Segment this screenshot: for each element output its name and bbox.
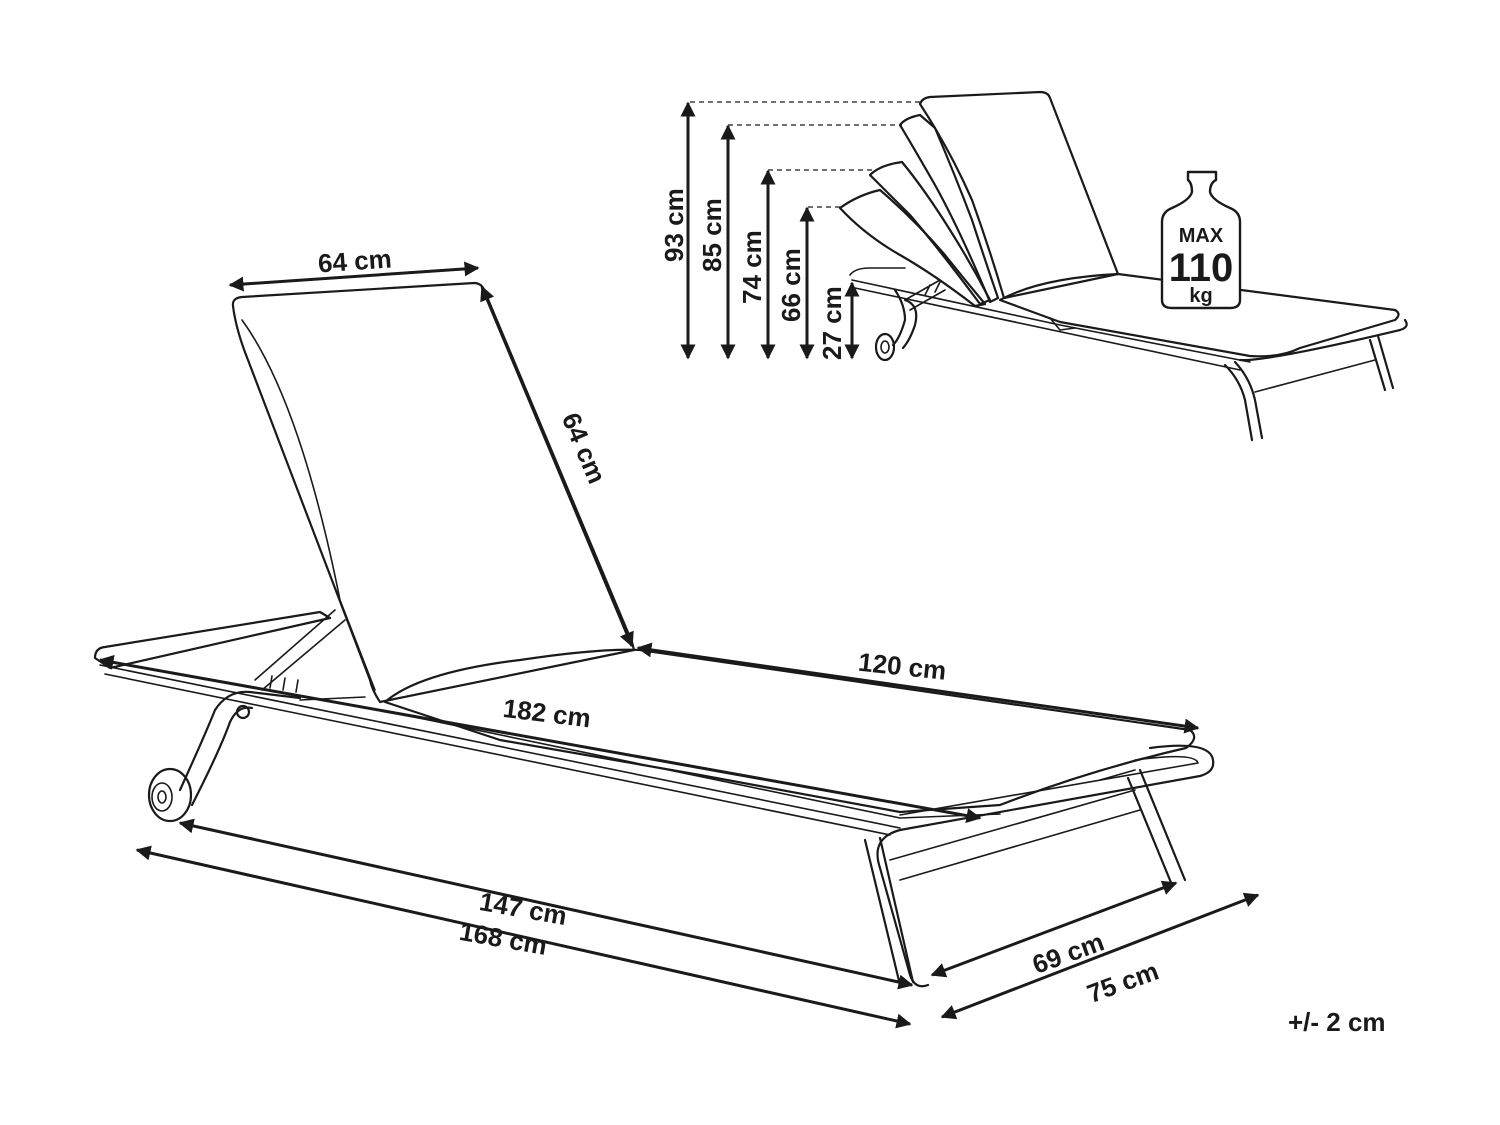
weight-unit: kg: [1189, 285, 1212, 307]
label-backrest-length: 64 cm: [556, 408, 612, 488]
label-height-1: 93 cm: [659, 188, 689, 262]
label-height-3: 74 cm: [737, 230, 767, 304]
small-lounger: [838, 90, 1408, 442]
label-tolerance: +/- 2 cm: [1288, 1007, 1386, 1037]
frame-rail-left: [93, 610, 332, 670]
weight-max-label: MAX: [1179, 225, 1224, 247]
main-lounger: [93, 281, 1215, 988]
small-seat-cushion: [998, 272, 1400, 358]
height-dimension-lines: [680, 101, 922, 360]
seat-cushion: [383, 648, 1196, 814]
label-total-width: 75 cm: [1083, 955, 1163, 1008]
backrest-position-3: [868, 160, 992, 306]
weight-value: 110: [1169, 246, 1234, 290]
label-height-5: 27 cm: [817, 286, 847, 360]
label-backrest-width: 64 cm: [317, 243, 393, 278]
weight-icon: [1160, 170, 1242, 310]
backrest-position-2: [898, 113, 1000, 304]
wheel: [147, 767, 193, 823]
label-overall-length-diag: 182 cm: [501, 693, 592, 734]
label-height-4: 66 cm: [776, 248, 806, 322]
backrest-position-4: [838, 188, 987, 308]
label-height-2: 85 cm: [697, 198, 727, 272]
backrest: [231, 281, 636, 704]
front-leg: [178, 690, 302, 807]
backrest-position-1: [918, 90, 1120, 300]
main-dimension-lines: [98, 261, 1260, 1029]
